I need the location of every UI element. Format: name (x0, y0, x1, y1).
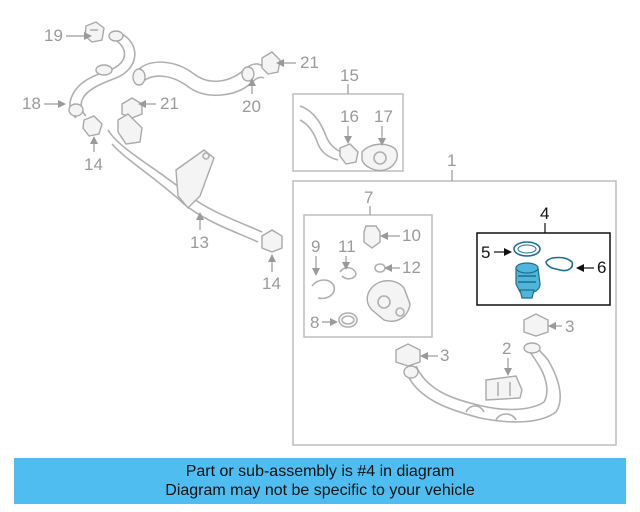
callout-3-mid: 3 (440, 346, 449, 365)
coolant-hose-18 (68, 30, 136, 119)
callout-17: 17 (374, 107, 393, 126)
banner-line-1: Part or sub-assembly is #4 in diagram (185, 463, 455, 480)
parts-diagram: 19 21 18 21 20 14 13 14 15 16 17 1 7 10 … (22, 21, 617, 446)
thermostat-housing-7 (366, 280, 411, 322)
callout-7: 7 (364, 188, 373, 207)
callout-15: 15 (340, 66, 359, 85)
hose-clamp-14-upper (82, 115, 103, 137)
callout-9: 9 (311, 237, 320, 256)
callout-5: 5 (481, 243, 490, 262)
coolant-pipe-13 (107, 113, 263, 243)
bracket-2 (485, 375, 523, 401)
callout-20: 20 (242, 97, 261, 116)
callout-21-upper: 21 (300, 53, 319, 72)
callout-13: 13 (190, 233, 209, 252)
callout-10: 10 (402, 226, 421, 245)
hose-clamp-19 (84, 21, 105, 43)
o-ring-12 (374, 263, 386, 273)
hose-clamp-3-mid (395, 343, 421, 367)
coolant-flange-4 (515, 262, 541, 299)
coolant-hose-15-16 (299, 105, 359, 165)
o-ring-5 (513, 241, 541, 257)
subassembly-box-7 (303, 214, 433, 338)
banner-line-2: Diagram may not be specific to your vehi… (165, 482, 475, 499)
subassembly-box-4 (476, 232, 611, 306)
callout-21-lower: 21 (160, 94, 179, 113)
hose-clamp-14-lower (261, 229, 283, 253)
callout-12: 12 (402, 258, 421, 277)
callout-3-right: 3 (565, 317, 574, 336)
callout-14-lower: 14 (262, 274, 281, 293)
sensor-10 (363, 225, 381, 249)
hose-clamp-21-upper (261, 51, 281, 75)
clip-11 (339, 266, 357, 280)
clip-9 (311, 279, 336, 300)
callout-19: 19 (44, 26, 63, 45)
info-banner: Part or sub-assembly is #4 in diagram Di… (14, 458, 626, 504)
callout-14-upper: 14 (84, 155, 103, 174)
callout-6: 6 (597, 258, 606, 277)
o-ring-8 (338, 312, 358, 328)
coolant-hose-assembly-3 (403, 342, 561, 423)
main-assembly-box-1 (292, 180, 617, 446)
callout-18: 18 (22, 94, 41, 113)
callout-4: 4 (540, 204, 549, 223)
callout-8: 8 (310, 313, 319, 332)
hose-clamp-3-right (523, 313, 549, 337)
retaining-clip-6 (545, 256, 574, 272)
callout-11: 11 (338, 237, 356, 256)
coolant-connector-17 (361, 143, 398, 172)
callout-2: 2 (502, 339, 511, 358)
callout-16: 16 (340, 107, 359, 126)
callout-1: 1 (447, 151, 456, 170)
hose-clamp-21-lower (121, 97, 143, 119)
coolant-hose-20 (132, 61, 265, 97)
